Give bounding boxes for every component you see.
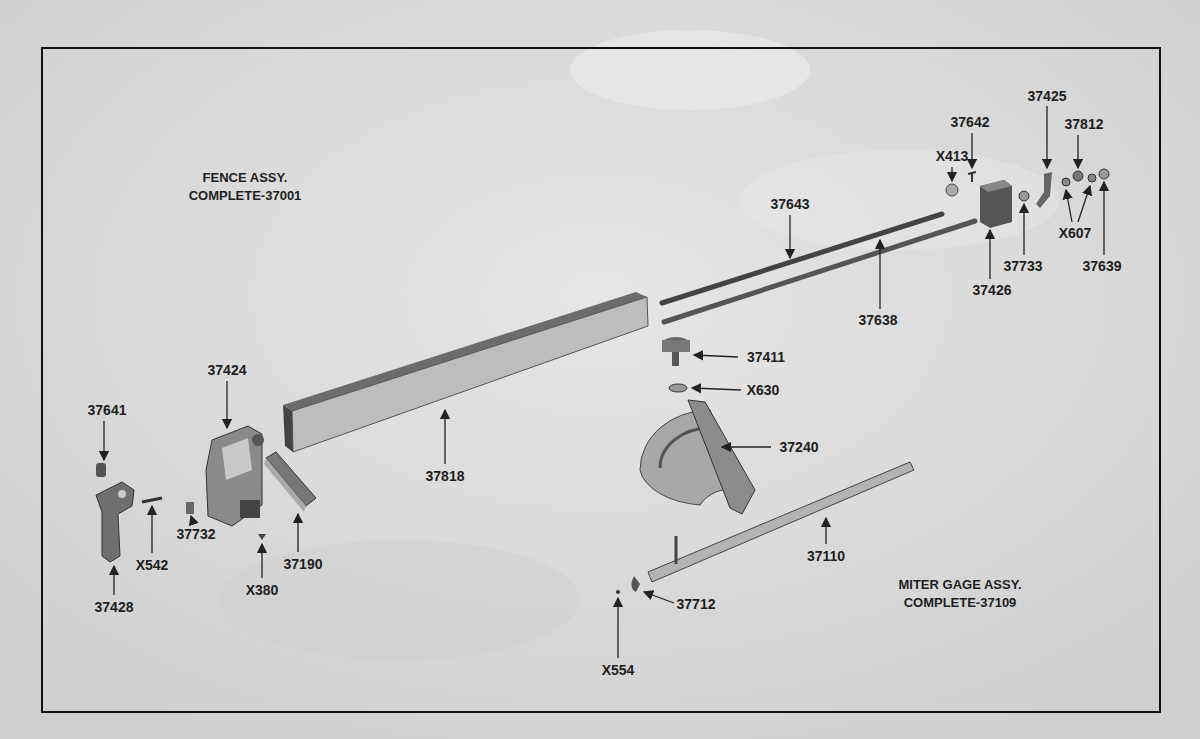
callout-number: 37639 (1083, 258, 1122, 275)
callout-number: X380 (246, 582, 279, 599)
callout-number: 37638 (859, 312, 898, 329)
callout-number: 37240 (780, 439, 819, 456)
callout-number: 37812 (1065, 116, 1104, 133)
callout-number: 37818 (426, 468, 465, 485)
assembly-heading: FENCE ASSY. COMPLETE-37001 (165, 169, 325, 205)
callout-number: 37643 (771, 196, 810, 213)
callout-number: 37425 (1028, 88, 1067, 105)
callout-number: 37641 (88, 402, 127, 419)
callout-number: 37428 (95, 599, 134, 616)
callout-number: X630 (747, 382, 780, 399)
callout-number: 37642 (951, 114, 990, 131)
assembly-heading: MITER GAGE ASSY. COMPLETE-37109 (880, 576, 1040, 612)
callout-number: X554 (602, 662, 635, 679)
callout-number: 37110 (807, 548, 845, 565)
callout-number: 37712 (677, 596, 716, 613)
callout-number: X542 (136, 557, 169, 574)
callout-number: X413 (936, 148, 969, 165)
callout-number: X607 (1059, 225, 1092, 242)
callout-number: 37732 (177, 526, 216, 543)
callout-number: 37426 (973, 282, 1012, 299)
callout-number: 37190 (284, 556, 323, 573)
callout-number: 37424 (208, 362, 247, 379)
callout-number: 37411 (747, 349, 785, 366)
callout-number: 37733 (1004, 258, 1043, 275)
